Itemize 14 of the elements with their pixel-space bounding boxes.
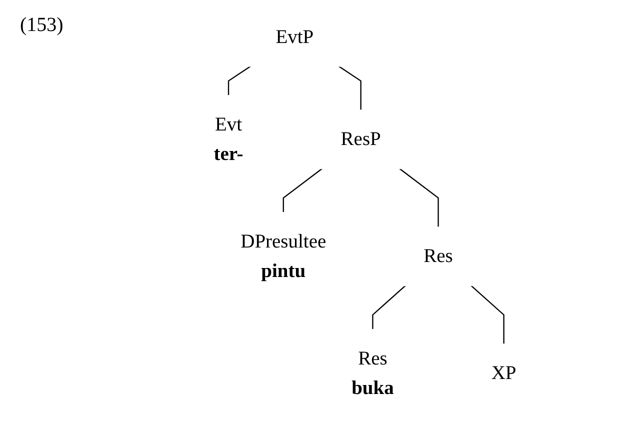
- node-text: EvtP: [276, 26, 314, 48]
- connector: [372, 285, 406, 330]
- node-text: DPresultee pintu: [240, 231, 326, 282]
- connector: [228, 66, 251, 96]
- example-number: (153): [20, 14, 64, 37]
- connector: [470, 285, 504, 344]
- node-text: Evt ter-: [214, 114, 244, 165]
- connector: [282, 168, 322, 212]
- connector: [399, 168, 439, 228]
- node-text: Res buka: [352, 348, 394, 399]
- connector: [338, 66, 362, 110]
- node-text: XP: [491, 362, 516, 384]
- node-text: ResP: [340, 128, 381, 150]
- node-text: Res: [424, 246, 453, 268]
